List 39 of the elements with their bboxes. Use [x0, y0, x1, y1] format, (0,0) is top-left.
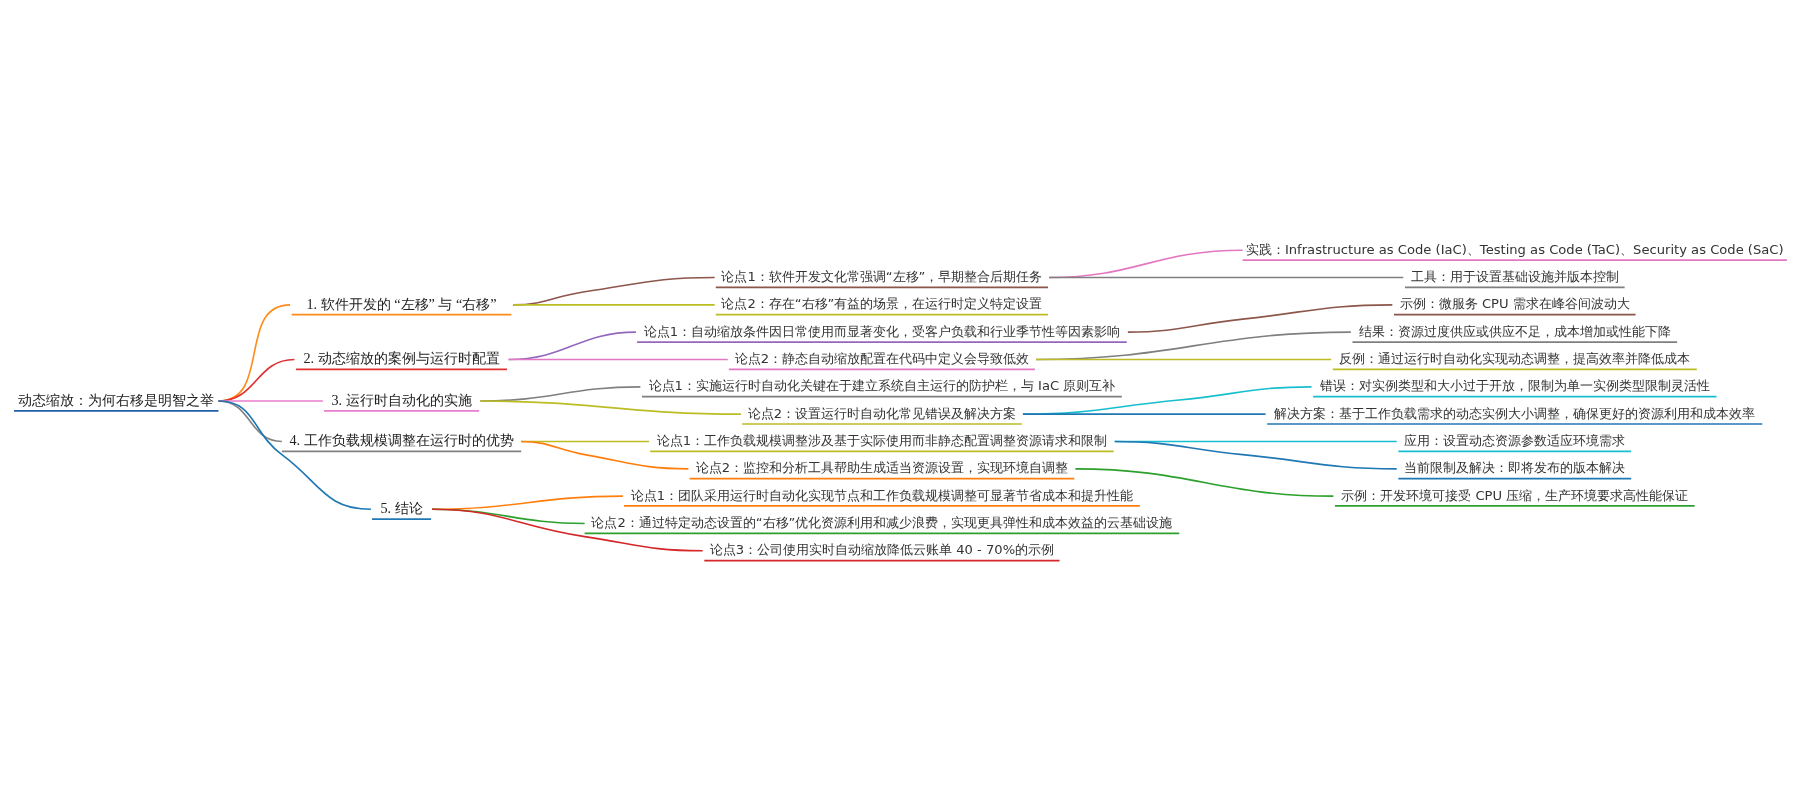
node-text: 1. 软件开发的 “左移” 与 “右移”	[306, 295, 497, 312]
connector	[1126, 303, 1393, 333]
node-text: 论点2：设置运行时自动化常见错误及解决方案	[747, 405, 1016, 421]
node-text: 5. 结论	[379, 499, 423, 516]
node-text: 论点2：存在“右移”有益的场景，在运行时定义特定设置	[720, 295, 1042, 311]
node-text: 动态缩放：为何右移是明智之举	[17, 391, 214, 408]
node-text: 4. 工作负载规模调整在运行时的优势	[288, 431, 514, 448]
connector	[1034, 330, 1352, 360]
node-text: 工具：用于设置基础设施并版本控制	[1410, 268, 1619, 284]
node-text: 论点1：实施运行时自动化关键在于建立系统自主运行的防护栏，与 IaC 原则互补	[648, 377, 1115, 393]
connector	[217, 399, 372, 510]
node-text: 示例：开发环境可接受 CPU 压缩，生产环境要求高性能保证	[1340, 487, 1688, 503]
node-text: 论点2：静态自动缩放配置在代码中定义会导致低效	[734, 350, 1029, 366]
node-text: 论点1：软件开发文化常强调“左移”，早期整合后期任务	[720, 268, 1042, 284]
node-text: 当前限制及解决：即将发布的版本解决	[1403, 459, 1625, 475]
connector	[1034, 358, 1332, 360]
node-text: 应用：设置动态资源参数适应环境需求	[1403, 432, 1625, 448]
node-text: 论点2：监控和分析工具帮助生成适当资源设置，实现环境自调整	[695, 459, 1068, 475]
connector	[511, 303, 715, 306]
node-text: 反例：通过运行时自动化实现动态调整，提高效率并降低成本	[1338, 350, 1690, 366]
node-text: 2. 动态缩放的案例与运行时配置	[302, 349, 500, 366]
node-text: 示例：微服务 CPU 需求在峰谷间波动大	[1399, 295, 1630, 311]
node-text: 结果：资源过度供应或供应不足，成本增加或性能下降	[1358, 323, 1671, 339]
node-text: 论点1：团队采用运行时自动化实现节点和工作负载规模调整可显著节省成本和提升性能	[630, 487, 1133, 503]
node-text: 论点1：自动缩放条件因日常使用而显著变化，受客户负载和行业季节性等因素影响	[643, 323, 1120, 339]
connector	[1021, 412, 1266, 415]
connector	[1047, 276, 1404, 278]
node-text: 错误：对实例类型和大小过于开放，限制为单一实例类型限制灵活性	[1319, 377, 1710, 393]
node-text: 实践：Infrastructure as Code (IaC)、Testing as Code (TaC)、Security as Code (SaC)	[1245, 241, 1784, 257]
node-text: 论点3：公司使用实时自动缩放降低云账单 40 - 70%的示例	[709, 541, 1054, 557]
node-text: 3. 运行时自动化的实施	[330, 391, 472, 408]
connector	[507, 358, 729, 360]
node-text: 论点2：通过特定动态设置的“右移”优化资源利用和减少浪费，实现更具弹性和成本效益的云基础设施	[590, 514, 1172, 530]
connector	[1074, 467, 1334, 497]
connector	[1021, 385, 1312, 415]
node-text: 解决方案：基于工作负载需求的动态实例大小调整，确保更好的资源利用和成本效率	[1273, 405, 1755, 421]
connector	[478, 399, 742, 415]
node-text: 论点1：工作负载规模调整涉及基于实际使用而非静态配置调整资源请求和限制	[656, 432, 1107, 448]
connector	[511, 276, 715, 306]
